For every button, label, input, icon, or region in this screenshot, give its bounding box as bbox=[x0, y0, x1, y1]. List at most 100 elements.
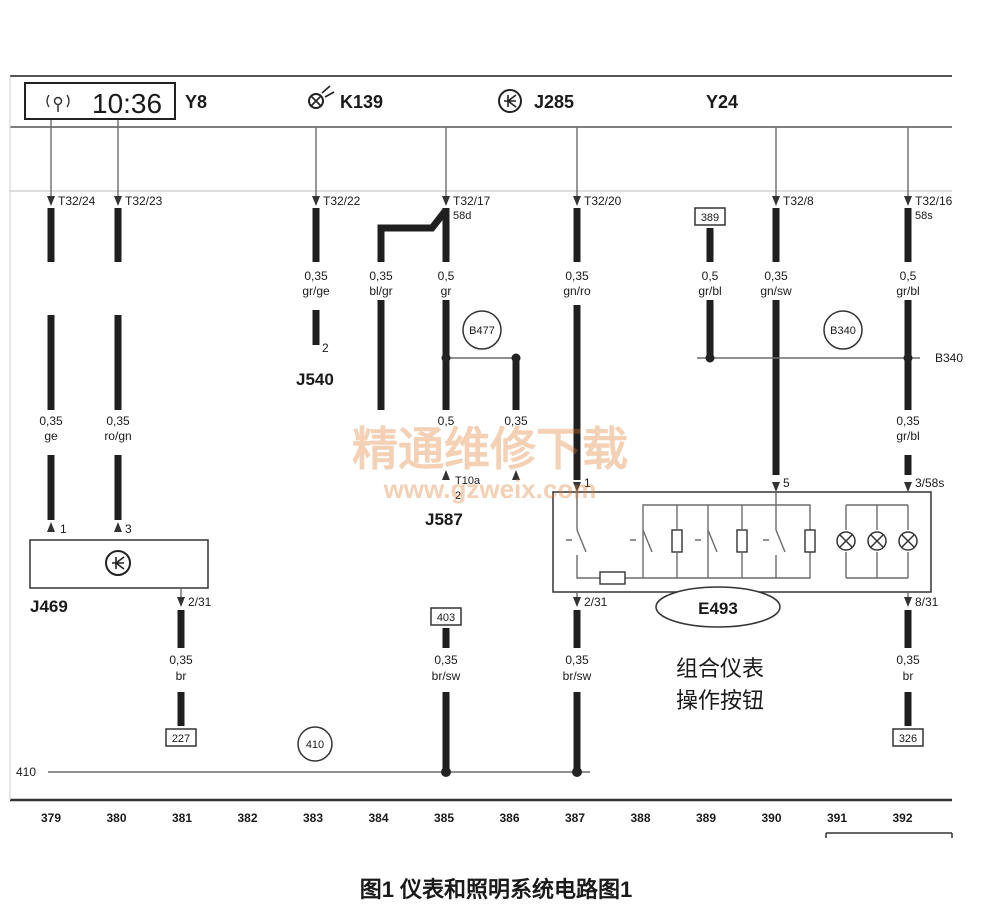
wire-labels-lower: 0,35 br 0,35 br/sw 0,35 br/sw 0,35 br bbox=[169, 653, 920, 683]
wire-380-color: ro/gn bbox=[104, 429, 131, 443]
wire-384-size: 0,35 bbox=[369, 269, 393, 283]
wire-379-color: ge bbox=[44, 429, 58, 443]
watermark: 精通维修下载 www.gzweix.com bbox=[352, 422, 628, 504]
ref-circle-410-label: 410 bbox=[306, 739, 324, 751]
wire-381-color: br bbox=[176, 669, 187, 683]
wire-385-size: 0,5 bbox=[438, 269, 455, 283]
e493-caption-line1: 组合仪表 bbox=[676, 656, 764, 681]
wire-385-color: gr bbox=[441, 284, 452, 298]
pin-j587-t10a: T10a bbox=[455, 475, 481, 487]
ref-box-227: 227 bbox=[165, 728, 197, 747]
component-j587-terminals bbox=[442, 470, 520, 480]
e493-caption-line2: 操作按钮 bbox=[676, 688, 764, 713]
wire-387-size: 0,35 bbox=[565, 269, 589, 283]
lamp-icon-k139 bbox=[308, 85, 335, 109]
component-e493-ellipse: E493 bbox=[655, 586, 781, 628]
lamp-icons bbox=[836, 531, 918, 551]
wire-384-color: bl/gr bbox=[369, 284, 392, 298]
column-number: 383 bbox=[303, 811, 323, 825]
wire-383-size: 0,35 bbox=[304, 269, 328, 283]
column-number: 385 bbox=[434, 811, 454, 825]
wire-385-mid-size: 0,5 bbox=[438, 414, 455, 428]
wire-392-bot-color: br bbox=[903, 669, 914, 683]
column-number: 384 bbox=[368, 811, 388, 825]
ref-box-403-label: 403 bbox=[437, 612, 455, 624]
column-number: 389 bbox=[696, 811, 716, 825]
thin-connections bbox=[441, 353, 920, 363]
pin-j587-2: 2 bbox=[455, 490, 461, 502]
header-leads bbox=[47, 120, 912, 206]
ref-box-227-label: 227 bbox=[172, 733, 190, 745]
figure-caption: 图1 仪表和照明系统电路图1 bbox=[360, 877, 633, 902]
wire-389-color: gr/bl bbox=[698, 284, 721, 298]
column-number: 390 bbox=[761, 811, 781, 825]
wire-386-mid-size: 0,35 bbox=[504, 414, 528, 428]
watermark-line1: 精通维修下载 bbox=[352, 422, 628, 476]
conn-t32-16-sub: 58s bbox=[915, 210, 933, 222]
clock-display-y8: 10:36 bbox=[24, 82, 176, 120]
watermark-line2: www.gzweix.com bbox=[383, 474, 597, 504]
pin-e493-358s: 3/58s bbox=[915, 476, 944, 490]
column-number: 381 bbox=[172, 811, 192, 825]
clock-digits: 10:36 bbox=[92, 88, 162, 119]
wire-385-bot-size: 0,35 bbox=[434, 653, 458, 667]
column-number: 386 bbox=[499, 811, 519, 825]
component-j469: J469 bbox=[30, 597, 68, 616]
wire-392-bot-size: 0,35 bbox=[896, 653, 920, 667]
wire-384-path bbox=[377, 207, 449, 262]
ref-circle-410: 410 bbox=[297, 726, 333, 762]
column-number: 388 bbox=[630, 811, 650, 825]
ref-box-389-label: 389 bbox=[701, 212, 719, 224]
wire-392-size: 0,5 bbox=[900, 269, 917, 283]
conn-t32-20: T32/20 bbox=[584, 194, 622, 208]
conn-t32-17-sub: 58d bbox=[453, 210, 471, 222]
column-number: 380 bbox=[106, 811, 126, 825]
wire-390-color: gn/sw bbox=[760, 284, 792, 298]
component-j469-box bbox=[29, 522, 209, 589]
instrument-icon-j285 bbox=[498, 89, 522, 113]
k139-label: K139 bbox=[340, 92, 383, 112]
ref-box-326: 326 bbox=[892, 728, 924, 747]
column-number: 392 bbox=[892, 811, 912, 825]
ref-b477-label: B477 bbox=[469, 325, 495, 337]
wire-385-bot-color: br/sw bbox=[432, 669, 461, 683]
frame-lines bbox=[9, 75, 953, 838]
component-e493-box bbox=[552, 482, 932, 593]
component-e493: E493 bbox=[698, 599, 738, 618]
wire-383-color: gr/ge bbox=[302, 284, 330, 298]
wire-390-size: 0,35 bbox=[764, 269, 788, 283]
conn-t32-23: T32/23 bbox=[125, 194, 163, 208]
pin-e493-5: 5 bbox=[783, 476, 790, 490]
ref-b340-circle-label: B340 bbox=[830, 325, 856, 337]
pin-j469-3: 3 bbox=[125, 522, 132, 536]
column-number: 379 bbox=[41, 811, 61, 825]
conn-t32-17: T32/17 bbox=[453, 194, 491, 208]
ref-box-403: 403 bbox=[430, 607, 462, 626]
wire-387-bot-size: 0,35 bbox=[565, 653, 589, 667]
ref-line-410-label: 410 bbox=[16, 765, 36, 779]
wire-392-color: gr/bl bbox=[896, 284, 919, 298]
ref-box-389: 389 bbox=[694, 207, 726, 226]
wire-labels: 0,35 ge 0,35 ro/gn 0,35 gr/ge 0,35 bl/gr… bbox=[39, 269, 920, 443]
wire-379-size: 0,35 bbox=[39, 414, 63, 428]
pin-e493-1: 1 bbox=[584, 476, 591, 490]
conn-t32-16: T32/16 bbox=[915, 194, 953, 208]
wires-lower bbox=[48, 610, 912, 777]
ref-b340-line-label: B340 bbox=[935, 351, 963, 365]
component-j587: J587 bbox=[425, 510, 463, 529]
pin-e493-231: 2/31 bbox=[584, 595, 608, 609]
conn-t32-24: T32/24 bbox=[58, 194, 96, 208]
column-number: 391 bbox=[827, 811, 847, 825]
component-j540: J540 bbox=[296, 370, 334, 389]
pin-j469-231: 2/31 bbox=[188, 595, 212, 609]
wire-392-mid-color: gr/bl bbox=[896, 429, 919, 443]
ref-b477: B477 bbox=[462, 310, 502, 350]
ref-box-326-label: 326 bbox=[899, 733, 917, 745]
wire-387-color: gn/ro bbox=[563, 284, 591, 298]
j285-label: J285 bbox=[534, 92, 574, 112]
wire-381-size: 0,35 bbox=[169, 653, 193, 667]
wire-392-mid-size: 0,35 bbox=[896, 414, 920, 428]
pin-j540-2: 2 bbox=[322, 341, 329, 355]
